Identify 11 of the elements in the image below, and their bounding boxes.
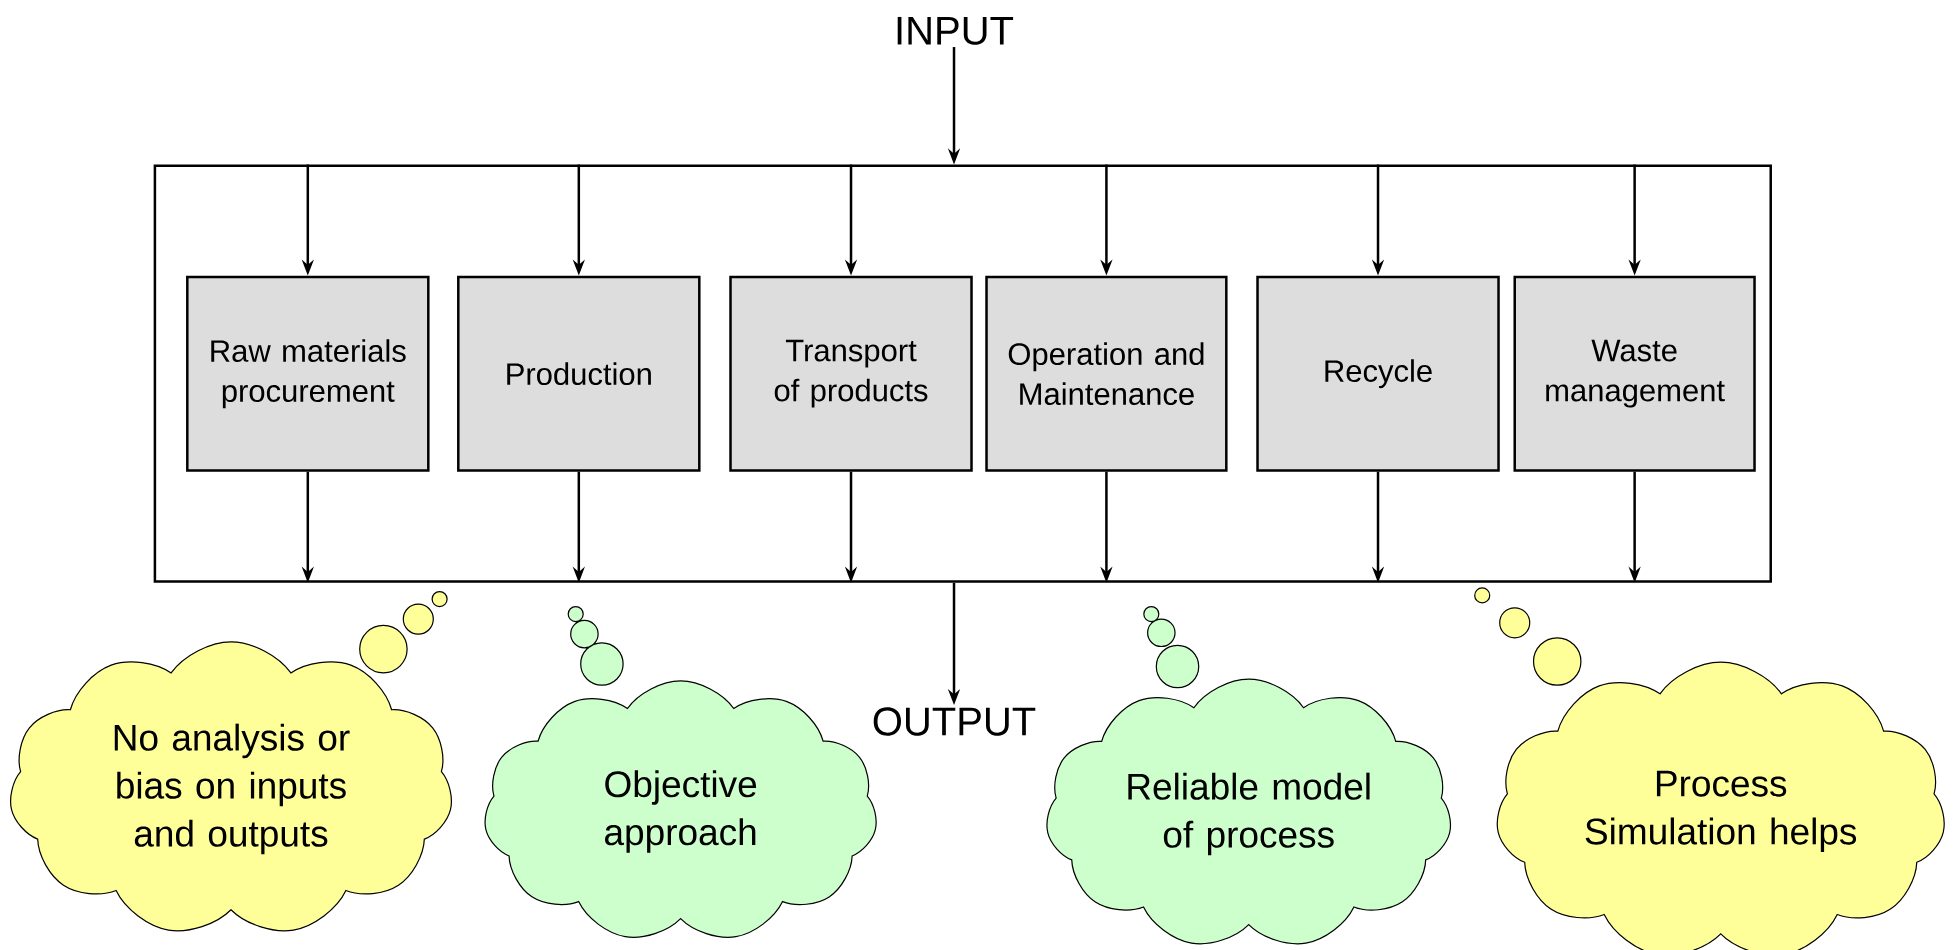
thought-cloud: No analysis or bias on inputs and outputs xyxy=(10,641,452,932)
process-box: Recycle xyxy=(1256,275,1500,472)
process-box: Transport of products xyxy=(729,275,973,472)
io-label: INPUT xyxy=(897,16,1014,45)
frame-box xyxy=(153,164,1772,583)
process-box: Production xyxy=(457,275,701,472)
thought-cloud: Process Simulation helps xyxy=(1496,661,1945,950)
thought-cloud: Reliable model of process xyxy=(1046,678,1452,945)
process-box: Operation and Maintenance xyxy=(985,275,1228,472)
process-box: Raw materials procurement xyxy=(186,275,430,472)
process-box: Waste management xyxy=(1513,275,1756,472)
